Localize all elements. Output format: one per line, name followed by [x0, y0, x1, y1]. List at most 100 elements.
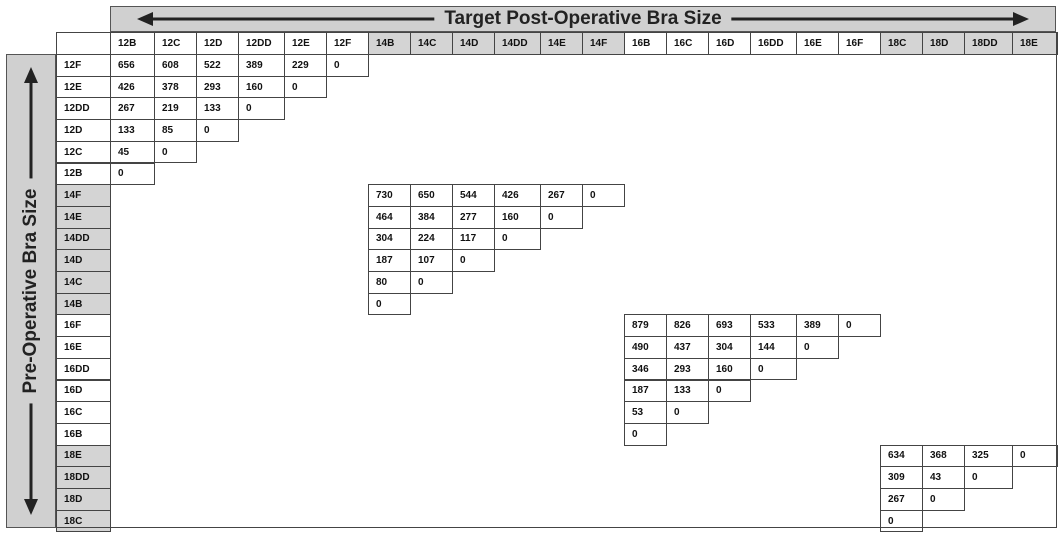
value-cell: 389 — [238, 54, 285, 77]
value-cell: 544 — [452, 184, 495, 207]
value-cell: 0 — [452, 249, 495, 272]
value-cell: 293 — [196, 75, 239, 99]
value-cell: 522 — [196, 54, 239, 77]
value-cell: 85 — [154, 119, 197, 142]
value-cell: 277 — [452, 205, 495, 229]
value-cell: 160 — [708, 357, 751, 381]
row-header: 16E — [56, 336, 111, 359]
column-header: 16C — [666, 32, 709, 55]
column-header: 18D — [922, 32, 965, 55]
column-header: 18DD — [964, 32, 1013, 55]
value-cell: 0 — [666, 401, 709, 424]
row-header: 16DD — [56, 357, 111, 381]
column-header: 14B — [368, 32, 411, 55]
row-header: 14E — [56, 205, 111, 229]
row-header: 12C — [56, 140, 111, 164]
value-cell: 346 — [624, 357, 667, 381]
row-header: 14F — [56, 184, 111, 207]
value-cell: 730 — [368, 184, 411, 207]
value-cell: 879 — [624, 314, 667, 338]
value-cell: 0 — [154, 140, 197, 164]
value-cell: 426 — [494, 184, 541, 207]
value-cell: 0 — [238, 97, 285, 121]
value-cell: 0 — [880, 509, 923, 533]
row-header: 12D — [56, 119, 111, 142]
top-banner: Target Post-Operative Bra Size — [110, 6, 1056, 32]
row-header: 16D — [56, 379, 111, 403]
column-header: 16DD — [750, 32, 797, 55]
row-header: 12DD — [56, 97, 111, 121]
value-cell: 45 — [110, 140, 155, 164]
value-cell: 187 — [368, 249, 411, 272]
value-cell: 43 — [922, 466, 965, 489]
value-cell: 608 — [154, 54, 197, 77]
value-cell: 219 — [154, 97, 197, 121]
value-cell: 187 — [624, 379, 667, 403]
column-axis-title: Target Post-Operative Bra Size — [434, 7, 732, 31]
row-header: 12F — [56, 54, 111, 77]
column-header: 16D — [708, 32, 751, 55]
column-header: 12B — [110, 32, 155, 55]
value-cell: 267 — [540, 184, 583, 207]
column-header: 14E — [540, 32, 583, 55]
column-header: 12D — [196, 32, 239, 55]
value-cell: 490 — [624, 336, 667, 359]
column-header: 12C — [154, 32, 197, 55]
row-header: 16C — [56, 401, 111, 424]
value-cell: 378 — [154, 75, 197, 99]
value-cell: 826 — [666, 314, 709, 338]
row-header: 12B — [56, 162, 111, 186]
value-cell: 0 — [196, 119, 239, 142]
row-header: 18D — [56, 488, 111, 511]
row-header: 14D — [56, 249, 111, 272]
value-cell: 0 — [1012, 444, 1058, 468]
row-header: 16F — [56, 314, 111, 338]
value-cell: 304 — [368, 227, 411, 251]
value-cell: 0 — [624, 422, 667, 446]
row-header: 12E — [56, 75, 111, 99]
column-header: 14D — [452, 32, 495, 55]
value-cell: 107 — [410, 249, 453, 272]
value-cell: 0 — [368, 292, 411, 316]
row-header: 14B — [56, 292, 111, 316]
value-cell: 80 — [368, 271, 411, 294]
value-cell: 0 — [582, 184, 625, 207]
value-cell: 53 — [624, 401, 667, 424]
value-cell: 464 — [368, 205, 411, 229]
value-cell: 384 — [410, 205, 453, 229]
value-cell: 0 — [410, 271, 453, 294]
column-header: 16B — [624, 32, 667, 55]
column-header: 12E — [284, 32, 327, 55]
column-header: 12DD — [238, 32, 285, 55]
value-cell: 0 — [494, 227, 541, 251]
value-cell: 533 — [750, 314, 797, 338]
value-cell: 656 — [110, 54, 155, 77]
row-header: 18C — [56, 509, 111, 533]
value-cell: 267 — [110, 97, 155, 121]
value-cell: 0 — [922, 488, 965, 511]
column-header: 16E — [796, 32, 839, 55]
value-cell: 160 — [238, 75, 285, 99]
column-header: 14F — [582, 32, 625, 55]
value-cell: 224 — [410, 227, 453, 251]
row-header: 14DD — [56, 227, 111, 251]
value-cell: 0 — [540, 205, 583, 229]
value-cell: 267 — [880, 488, 923, 511]
value-cell: 0 — [964, 466, 1013, 489]
column-header: 18E — [1012, 32, 1058, 55]
value-cell: 160 — [494, 205, 541, 229]
value-cell: 293 — [666, 357, 709, 381]
row-header: 18E — [56, 444, 111, 468]
column-header: 14DD — [494, 32, 541, 55]
value-cell: 0 — [110, 162, 155, 186]
value-cell: 0 — [284, 75, 327, 99]
value-cell: 325 — [964, 444, 1013, 468]
column-header: 18C — [880, 32, 923, 55]
value-cell: 389 — [796, 314, 839, 338]
value-cell: 117 — [452, 227, 495, 251]
value-cell: 693 — [708, 314, 751, 338]
column-header: 14C — [410, 32, 453, 55]
value-cell: 144 — [750, 336, 797, 359]
value-cell: 0 — [796, 336, 839, 359]
